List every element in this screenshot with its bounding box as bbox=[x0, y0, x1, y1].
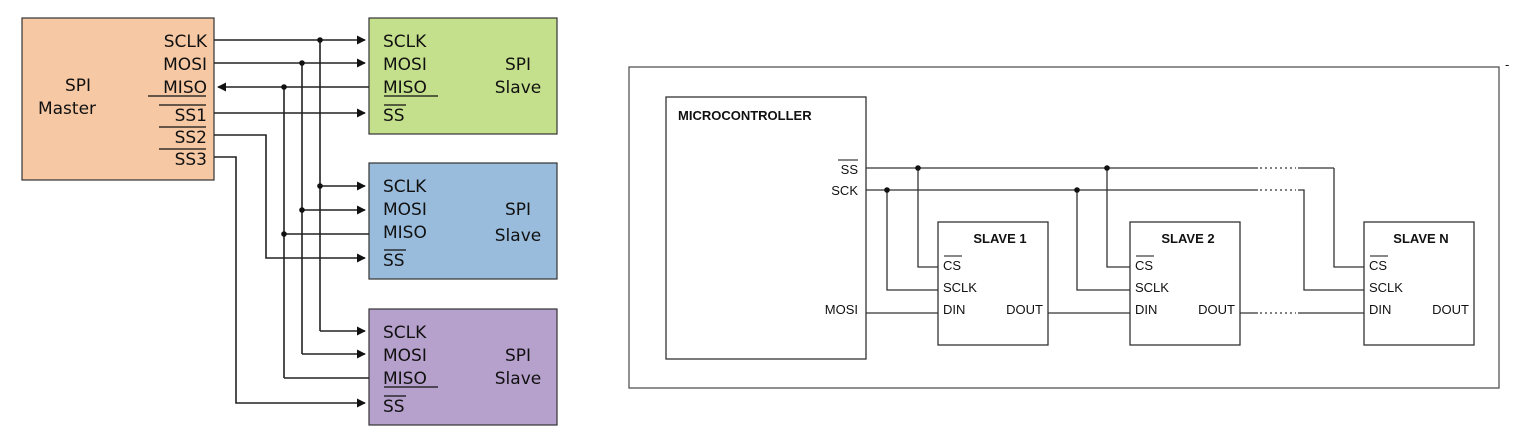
slave-3-pin-ss: SS bbox=[383, 397, 405, 417]
mcu-pin-sck: SCK bbox=[831, 183, 858, 198]
master-pin-mosi: MOSI bbox=[163, 55, 207, 75]
slave-2: SLAVE 2 CS SCLK DIN DOUT bbox=[1129, 221, 1241, 346]
miso-junction-mid bbox=[281, 231, 287, 237]
daisy-chain-wires bbox=[866, 165, 1364, 314]
sclk-junction-mid bbox=[317, 183, 323, 189]
slave-n-pin-sclk: SCLK bbox=[1369, 280, 1403, 295]
slave-n-pin-dout: DOUT bbox=[1432, 302, 1469, 317]
cs-wire-slave-n bbox=[1333, 168, 1364, 268]
sclk-junction-top bbox=[317, 37, 323, 43]
slave-1-name-line1: SPI bbox=[505, 55, 531, 75]
slave-n-box bbox=[1363, 221, 1475, 346]
ss-junction-2 bbox=[1104, 165, 1110, 171]
slave-1-pin-sclk: SCLK bbox=[383, 32, 427, 52]
slave-1-name-line2: Slave bbox=[495, 78, 541, 98]
slave-2-title: SLAVE 2 bbox=[1161, 231, 1214, 246]
sck-junction-1 bbox=[884, 187, 890, 193]
slave-1-pin-sclk: SCLK bbox=[943, 280, 977, 295]
slave-1-box bbox=[937, 221, 1049, 346]
slave-2-pin-sclk: SCLK bbox=[1135, 280, 1169, 295]
slave-2-pin-ss: SS bbox=[383, 251, 405, 271]
spi-slave-2: SCLK MOSI MISO SS SPI Slave bbox=[368, 162, 558, 280]
slave-2-pin-sclk: SCLK bbox=[383, 177, 427, 197]
slave-2-pin-miso: MISO bbox=[383, 223, 427, 243]
slave-3-pin-miso: MISO bbox=[383, 369, 427, 389]
left-wires bbox=[214, 35, 369, 408]
spi-slave-1-box bbox=[368, 17, 558, 135]
spi-slave-1: SCLK MOSI MISO SS SPI Slave bbox=[368, 17, 558, 135]
slave-2-pin-dout: DOUT bbox=[1198, 302, 1235, 317]
slave-2-pin-cs: CS bbox=[1135, 258, 1153, 273]
trailing-mark: - bbox=[1505, 57, 1509, 72]
master-pin-ss1: SS1 bbox=[175, 106, 207, 126]
ss-junction-1 bbox=[915, 165, 921, 171]
slave-1-pin-miso: MISO bbox=[383, 78, 427, 98]
slave-1: SLAVE 1 CS SCLK DIN DOUT bbox=[937, 221, 1049, 346]
slave-1-pin-din: DIN bbox=[943, 302, 965, 317]
slave-2-pin-din: DIN bbox=[1135, 302, 1157, 317]
slave-2-name-line2: Slave bbox=[495, 226, 541, 246]
ss3-wire bbox=[214, 156, 366, 408]
slave-3-pin-sclk: SCLK bbox=[383, 323, 427, 343]
slave-n-title: SLAVE N bbox=[1393, 231, 1448, 246]
spi-slave-3: SCLK MOSI MISO SS SPI Slave bbox=[368, 308, 558, 426]
cs-wire-slave-1 bbox=[917, 168, 938, 268]
spi-master: SPI Master SCLK MOSI MISO SS1 SS2 SS3 bbox=[21, 17, 215, 181]
spi-master-name-line2: Master bbox=[38, 99, 96, 119]
spi-slave-3-box bbox=[368, 308, 558, 426]
slave-2-name-line1: SPI bbox=[505, 200, 531, 220]
cs-wire-slave-2 bbox=[1106, 168, 1130, 268]
slave-3-name-line1: SPI bbox=[505, 346, 531, 366]
slave-1-pin-dout: DOUT bbox=[1006, 302, 1043, 317]
miso-junction-top bbox=[281, 84, 287, 90]
microcontroller-box bbox=[665, 96, 867, 360]
mosi-junction-mid bbox=[299, 207, 305, 213]
slave-2-pin-mosi: MOSI bbox=[383, 200, 427, 220]
slave-n-pin-cs: CS bbox=[1369, 258, 1387, 273]
independent-slave-diagram: SPI Master SCLK MOSI MISO SS1 SS2 SS3 SC… bbox=[21, 17, 558, 426]
slave-2-box bbox=[1129, 221, 1241, 346]
slave-1-pin-mosi: MOSI bbox=[383, 55, 427, 75]
master-pin-ss3: SS3 bbox=[175, 150, 207, 170]
microcontroller-title: MICROCONTROLLER bbox=[678, 108, 812, 123]
sclk-wire-slave-2 bbox=[1076, 190, 1130, 291]
slave-1-pin-ss: SS bbox=[383, 106, 405, 126]
slave-n: SLAVE N CS SCLK DIN DOUT bbox=[1363, 221, 1475, 346]
spi-master-name-line1: SPI bbox=[65, 76, 91, 96]
ss2-wire bbox=[214, 134, 366, 263]
master-pin-ss2: SS2 bbox=[175, 128, 207, 148]
slave-1-title: SLAVE 1 bbox=[973, 231, 1026, 246]
slave-1-pin-cs: CS bbox=[943, 258, 961, 273]
microcontroller: MICROCONTROLLER SS SCK MOSI bbox=[665, 96, 867, 360]
master-pin-miso: MISO bbox=[163, 78, 207, 98]
slave-3-name-line2: Slave bbox=[495, 369, 541, 389]
master-pin-sclk: SCLK bbox=[164, 32, 208, 52]
mcu-pin-ss: SS bbox=[841, 162, 859, 177]
spi-slave-2-box bbox=[368, 162, 558, 280]
sck-junction-2 bbox=[1074, 187, 1080, 193]
slave-n-pin-din: DIN bbox=[1369, 302, 1391, 317]
sclk-wire-slave-n bbox=[1298, 189, 1364, 291]
mcu-pin-mosi: MOSI bbox=[825, 302, 858, 317]
mosi-junction-top bbox=[299, 60, 305, 66]
daisy-chain-diagram: - MICROCONTROLLER SS SCK MOSI SLAVE 1 CS… bbox=[628, 57, 1509, 389]
slave-3-pin-mosi: MOSI bbox=[383, 346, 427, 366]
sclk-wire-slave-1 bbox=[886, 190, 938, 291]
spi-master-box bbox=[21, 17, 215, 181]
